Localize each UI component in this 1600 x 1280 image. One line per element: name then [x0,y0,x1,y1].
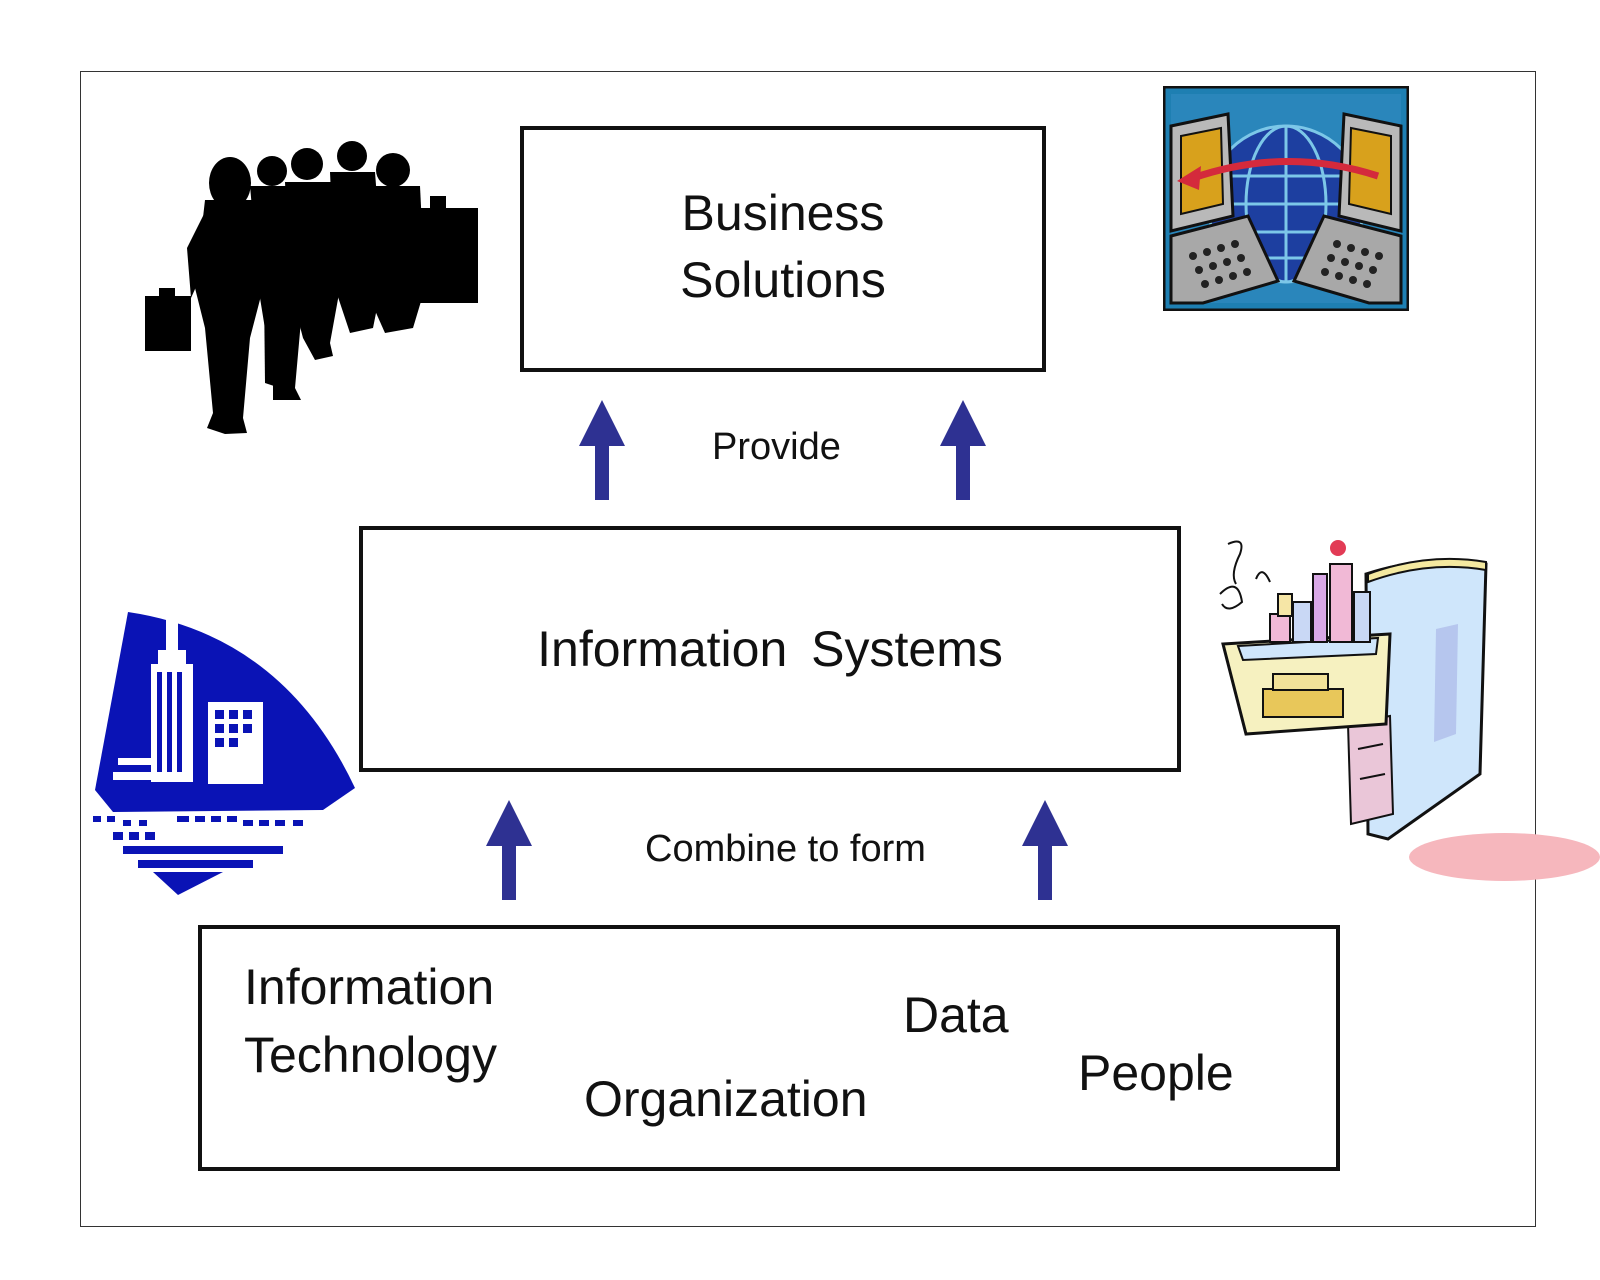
global-network-icon [1163,86,1409,311]
component-organization: Organization [584,1071,868,1127]
filing-cabinet-icon [1219,540,1488,841]
diagram-frame [80,71,1536,1227]
provide-label: Provide [712,426,841,468]
business-solutions-line1: Business [681,185,885,241]
component-it-line1: Information [244,959,495,1015]
component-it-line2: Technology [244,1027,497,1083]
component-data: Data [903,987,1009,1043]
information-systems-box: Information Systems [359,526,1181,772]
business-solutions-box: Business Solutions [520,126,1046,372]
components-box: Information Technology Organization Data… [198,925,1340,1171]
provide-arrow-left [579,400,625,500]
provide-arrow-right [940,400,986,500]
pink-smudge [1409,833,1600,881]
people-silhouette-icon [145,141,478,434]
information-systems-label: Information Systems [537,621,1003,677]
combine-label: Combine to form [645,828,926,870]
combine-arrow-right [1022,800,1068,900]
component-people: People [1078,1045,1234,1101]
business-solutions-line2: Solutions [680,252,886,308]
city-building-icon [93,612,355,895]
combine-arrow-left [486,800,532,900]
